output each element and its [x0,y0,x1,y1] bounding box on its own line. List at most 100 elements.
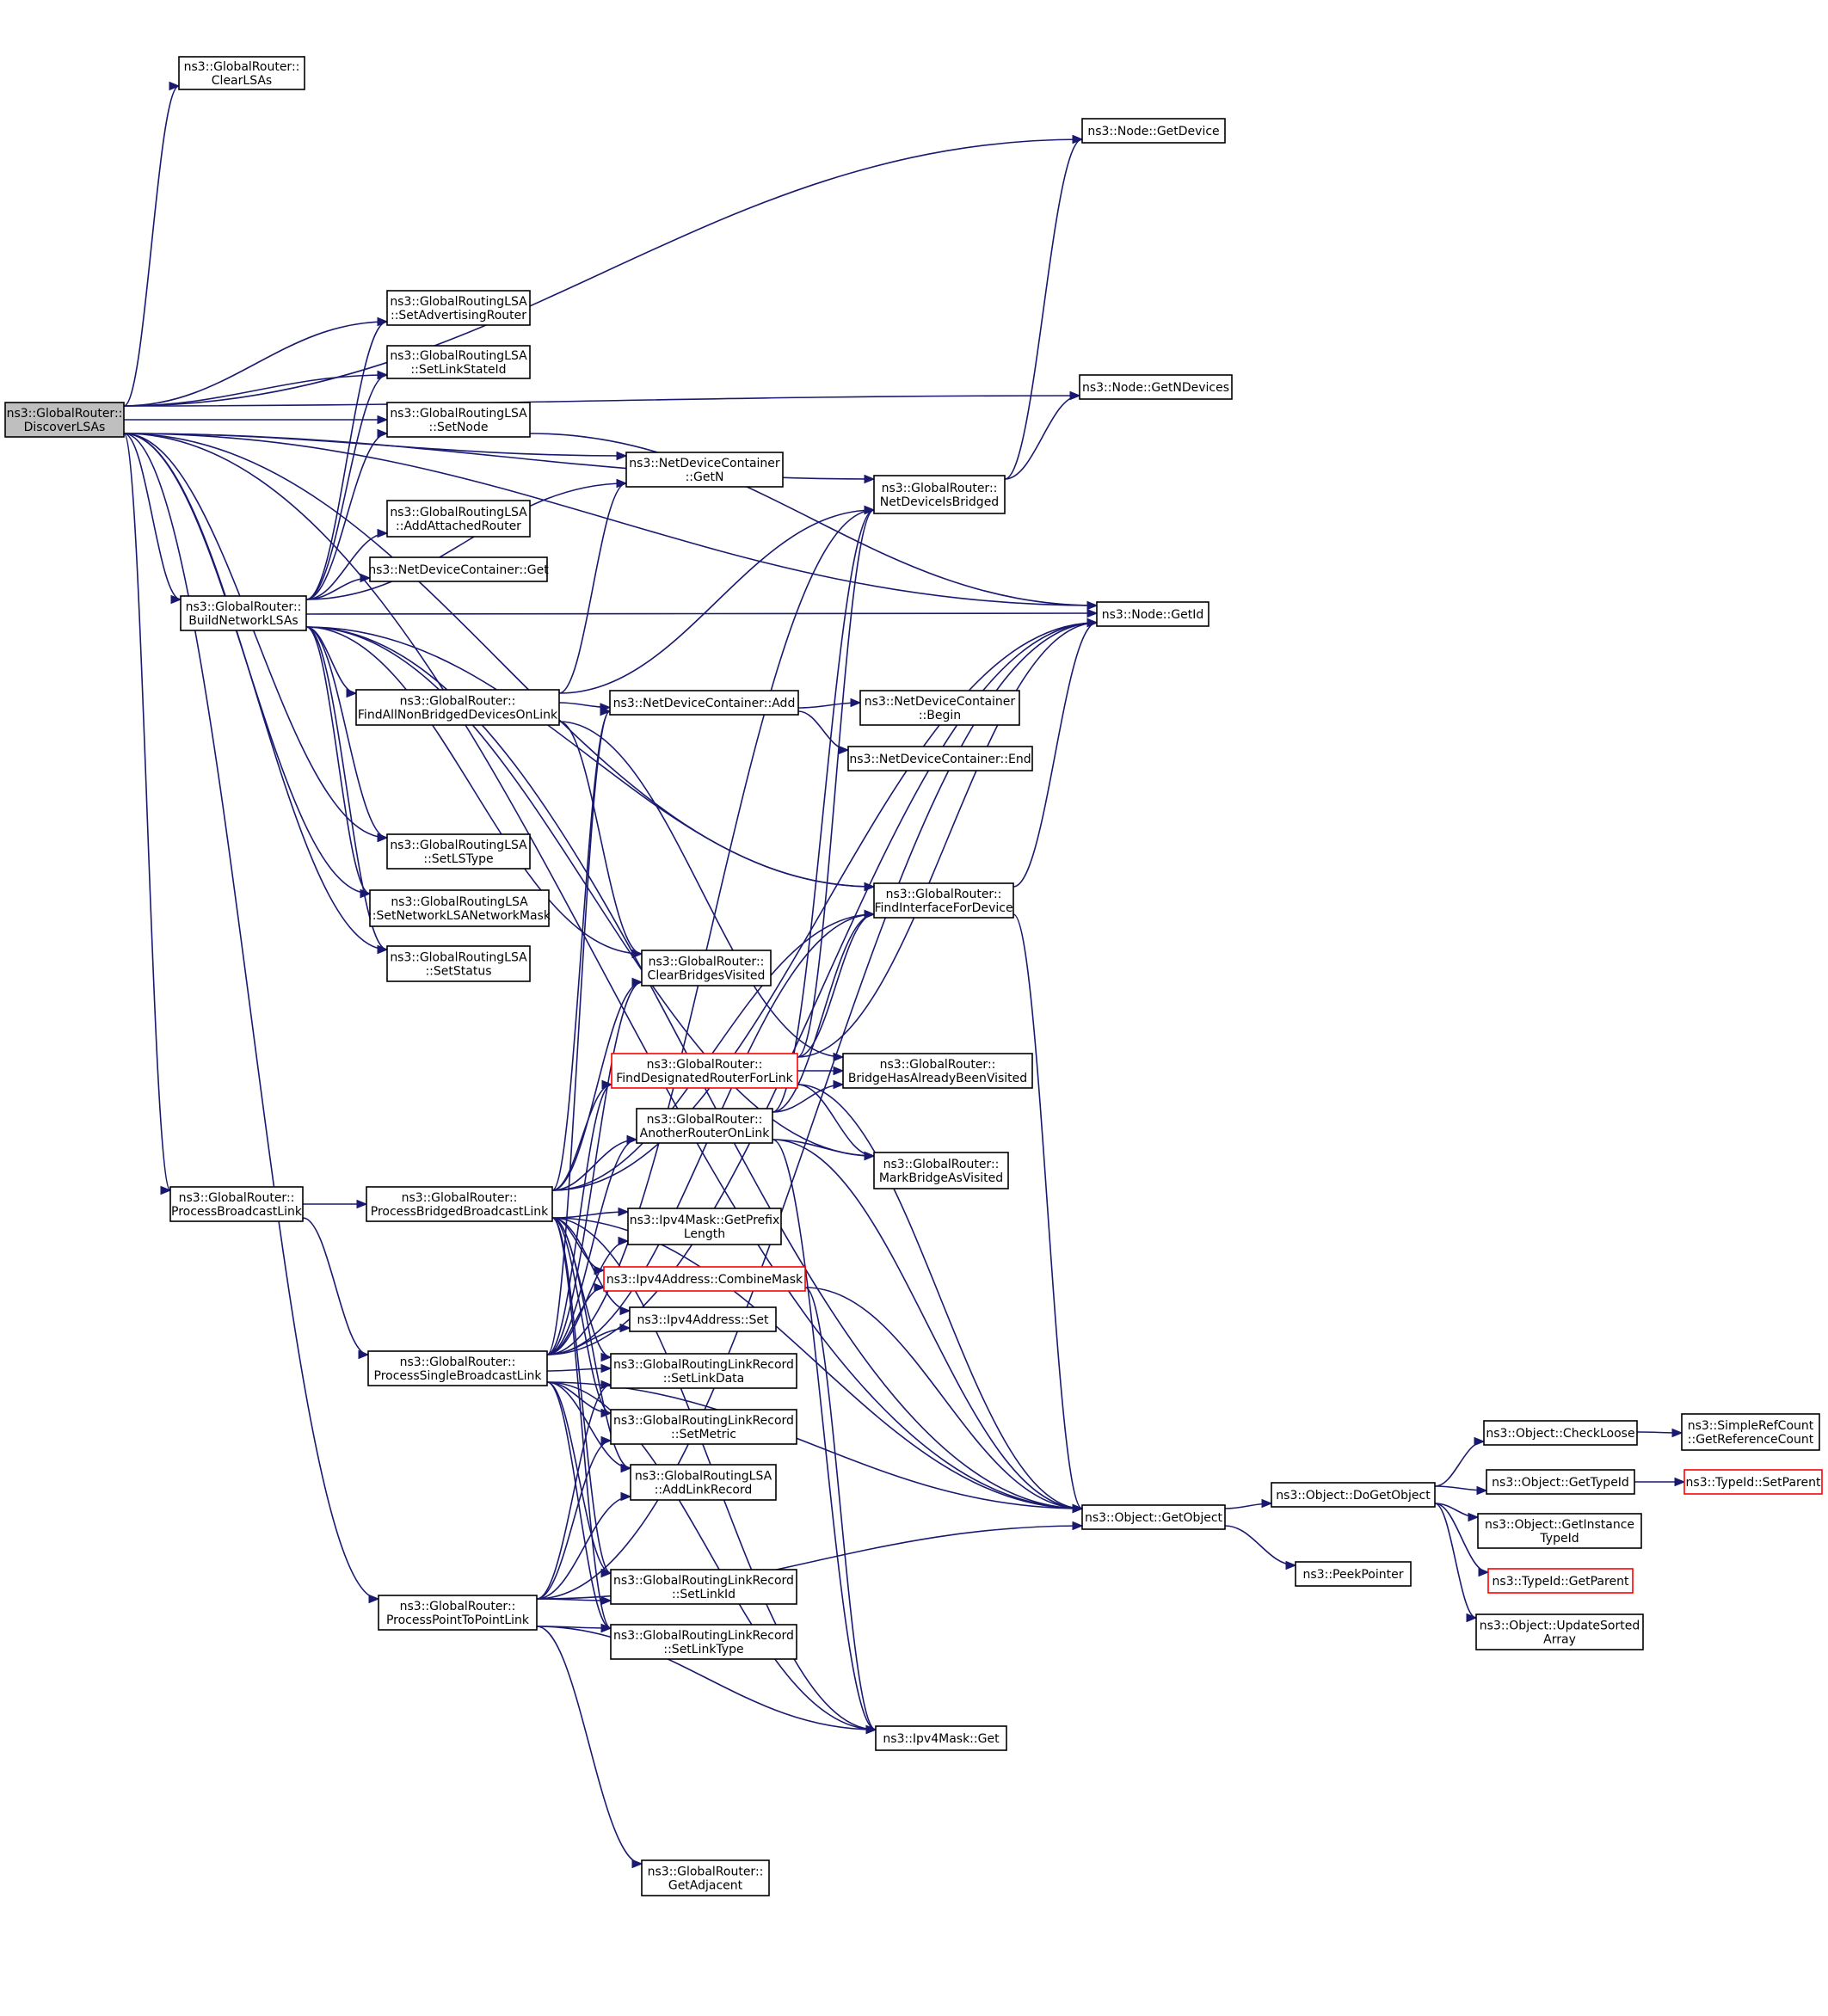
node-findallnonbridged[interactable]: ns3::GlobalRouter::FindAllNonBridgedDevi… [355,689,560,726]
node-getndevices[interactable]: ns3::Node::GetNDevices [1079,374,1233,400]
node-setlstype[interactable]: ns3::GlobalRoutingLSA::SetLSType [386,833,531,870]
node-ndc_get[interactable]: ns3::NetDeviceContainer::Get [368,556,549,582]
node-ndc_add[interactable]: ns3::NetDeviceContainer::Add [609,690,799,716]
node-box [625,452,784,488]
node-box [1096,601,1209,627]
node-label: FindAllNonBridgedDevicesOnLink [358,709,558,722]
node-discover[interactable]: ns3::GlobalRouter::DiscoverLSAs [4,402,125,438]
arrowhead [600,1568,612,1578]
node-procbridged[interactable]: ns3::GlobalRouter::ProcessBridgedBroadca… [366,1186,553,1222]
node-nodegetid[interactable]: ns3::Node::GetId [1096,601,1209,627]
node-maskget[interactable]: ns3::Ipv4Mask::Get [875,1725,1007,1751]
node-setstatus[interactable]: ns3::GlobalRoutingLSA::SetStatus [386,945,531,982]
node-setlinkstateid[interactable]: ns3::GlobalRoutingLSA::SetLinkStateId [386,345,531,379]
node-markbridge[interactable]: ns3::GlobalRouter::MarkBridgeAsVisited [873,1152,1009,1189]
arrowhead [616,451,628,461]
edge-procsingle-to-anotherrouter [546,1139,637,1355]
edge-dogetobject-to-updatesorted [1434,1503,1477,1619]
edge-procbridged-to-setlinktype [551,1217,612,1629]
arrowhead [377,317,389,327]
edge-anotherrouter-to-getobject [772,1139,1083,1509]
node-getadjacent[interactable]: ns3::GlobalRouter::GetAdjacent [641,1859,770,1896]
node-isbridged[interactable]: ns3::GlobalRouter::NetDeviceIsBridged [873,475,1006,514]
node-gettypeid[interactable]: ns3::Object::GetTypeId [1486,1469,1635,1495]
node-addattached[interactable]: ns3::GlobalRoutingLSA::AddAttachedRouter [386,500,531,538]
node-label: ns3::Node::GetDevice [1087,125,1219,138]
node-label: ns3::NetDeviceContainer [629,457,780,470]
node-label: ::SetLSType [423,852,493,866]
arrowhead [864,1151,876,1161]
node-peekpointer[interactable]: ns3::PeekPointer [1295,1561,1412,1587]
edge-getobject-to-peekpointer [1224,1525,1296,1566]
node-label: ns3::GlobalRouter:: [400,1355,516,1369]
node-ndc_begin[interactable]: ns3::NetDeviceContainer::Begin [859,690,1020,726]
node-procbroadcast[interactable]: ns3::GlobalRouter::ProcessBroadcastLink [169,1186,304,1222]
node-setlinkid[interactable]: ns3::GlobalRoutingLinkRecord::SetLinkId [610,1569,797,1605]
node-buildnetwork[interactable]: ns3::GlobalRouter::BuildNetworkLSAs [180,595,307,631]
node-procp2p[interactable]: ns3::GlobalRouter::ProcessPointToPointLi… [378,1595,538,1631]
edge-findallnonbridged-to-isbridged [558,509,875,694]
node-addlinkrecord[interactable]: ns3::GlobalRoutingLSA::AddLinkRecord [630,1464,777,1501]
edge-discover-to-setstatus [123,433,388,950]
node-box [1487,1568,1634,1594]
edge-discover-to-setlstype [123,433,388,839]
edge-procbridged-to-ipv4set [551,1217,631,1312]
node-checkloose[interactable]: ns3::Object::CheckLoose [1483,1420,1638,1446]
node-label: ns3::GlobalRouter:: [647,1113,763,1127]
node-procsingle[interactable]: ns3::GlobalRouter::ProcessSingleBroadcas… [367,1350,548,1386]
edge-anotherrouter-to-findiface [772,913,875,1113]
node-box [627,1208,782,1245]
node-box [386,945,531,982]
node-box [1681,1413,1820,1451]
node-finddesignated[interactable]: ns3::GlobalRouter::FindDesignatedRouterF… [611,1053,798,1089]
node-setmetric[interactable]: ns3::GlobalRoutingLinkRecord::SetMetric [610,1409,797,1445]
edge-buildnetwork-to-addattached [305,532,388,600]
node-box [366,1186,553,1222]
node-box [367,1350,548,1386]
node-ndc_end[interactable]: ns3::NetDeviceContainer::End [847,746,1033,771]
node-setnetmask[interactable]: ns3::GlobalRoutingLSA::SetNetworkLSANetw… [368,889,551,927]
node-label: ProcessPointToPointLink [386,1613,530,1627]
node-setadv[interactable]: ns3::GlobalRoutingLSA::SetAdvertisingRou… [386,290,531,326]
node-label: ns3::GlobalRoutingLinkRecord [613,1574,794,1588]
node-clearbridges[interactable]: ns3::GlobalRouter::ClearBridgesVisited [641,950,772,986]
node-anotherrouter[interactable]: ns3::GlobalRouter::AnotherRouterOnLink [636,1108,773,1144]
node-clearlsas[interactable]: ns3::GlobalRouter::ClearLSAs [178,56,305,90]
edge-procsingle-to-finddesignated [546,1084,612,1355]
node-label: Array [1543,1633,1576,1647]
node-label: ::Begin [919,709,961,722]
node-findiface[interactable]: ns3::GlobalRouter::FindInterfaceForDevic… [873,882,1014,919]
node-label: ::AddAttachedRouter [396,519,521,533]
node-getparent[interactable]: ns3::TypeId::GetParent [1487,1568,1634,1594]
node-box [180,595,307,631]
node-box [610,1569,797,1605]
node-setlinktype[interactable]: ns3::GlobalRoutingLinkRecord::SetLinkTyp… [610,1624,797,1660]
arrowhead [864,474,876,484]
node-getdevice[interactable]: ns3::Node::GetDevice [1081,118,1226,144]
node-dogetobject[interactable]: ns3::Object::DoGetObject [1271,1482,1436,1508]
node-ndc_getn[interactable]: ns3::NetDeviceContainer::GetN [625,452,784,488]
node-setnode[interactable]: ns3::GlobalRoutingLSA::SetNode [386,402,531,438]
arrowhead [1072,1503,1084,1514]
node-combinemask[interactable]: ns3::Ipv4Address::CombineMask [603,1266,806,1292]
node-label: ClearBridgesVisited [648,969,766,983]
node-setlinkdata[interactable]: ns3::GlobalRoutingLinkRecord::SetLinkDat… [610,1353,797,1389]
node-getobject[interactable]: ns3::Object::GetObject [1081,1504,1226,1530]
node-label: GetAdjacent [668,1879,743,1893]
node-getrefcount[interactable]: ns3::SimpleRefCount::GetReferenceCount [1681,1413,1820,1451]
node-bridgevisited[interactable]: ns3::GlobalRouter::BridgeHasAlreadyBeenV… [842,1053,1033,1089]
node-box [1271,1482,1436,1508]
arrowhead [1478,1567,1490,1577]
edge-findallnonbridged-to-ndc_getn [558,482,627,694]
node-label: ns3::GlobalRouter:: [647,1058,763,1072]
arrowhead [377,415,389,425]
arrowhead [600,1380,612,1390]
node-label: ns3::NetDeviceContainer::Add [613,697,796,710]
node-ipv4set[interactable]: ns3::Ipv4Address::Set [629,1306,777,1332]
edge-procsingle-to-setlinktype [546,1381,612,1629]
node-setparent[interactable]: ns3::TypeId::SetParent [1683,1469,1823,1495]
arrowhead [631,949,643,959]
